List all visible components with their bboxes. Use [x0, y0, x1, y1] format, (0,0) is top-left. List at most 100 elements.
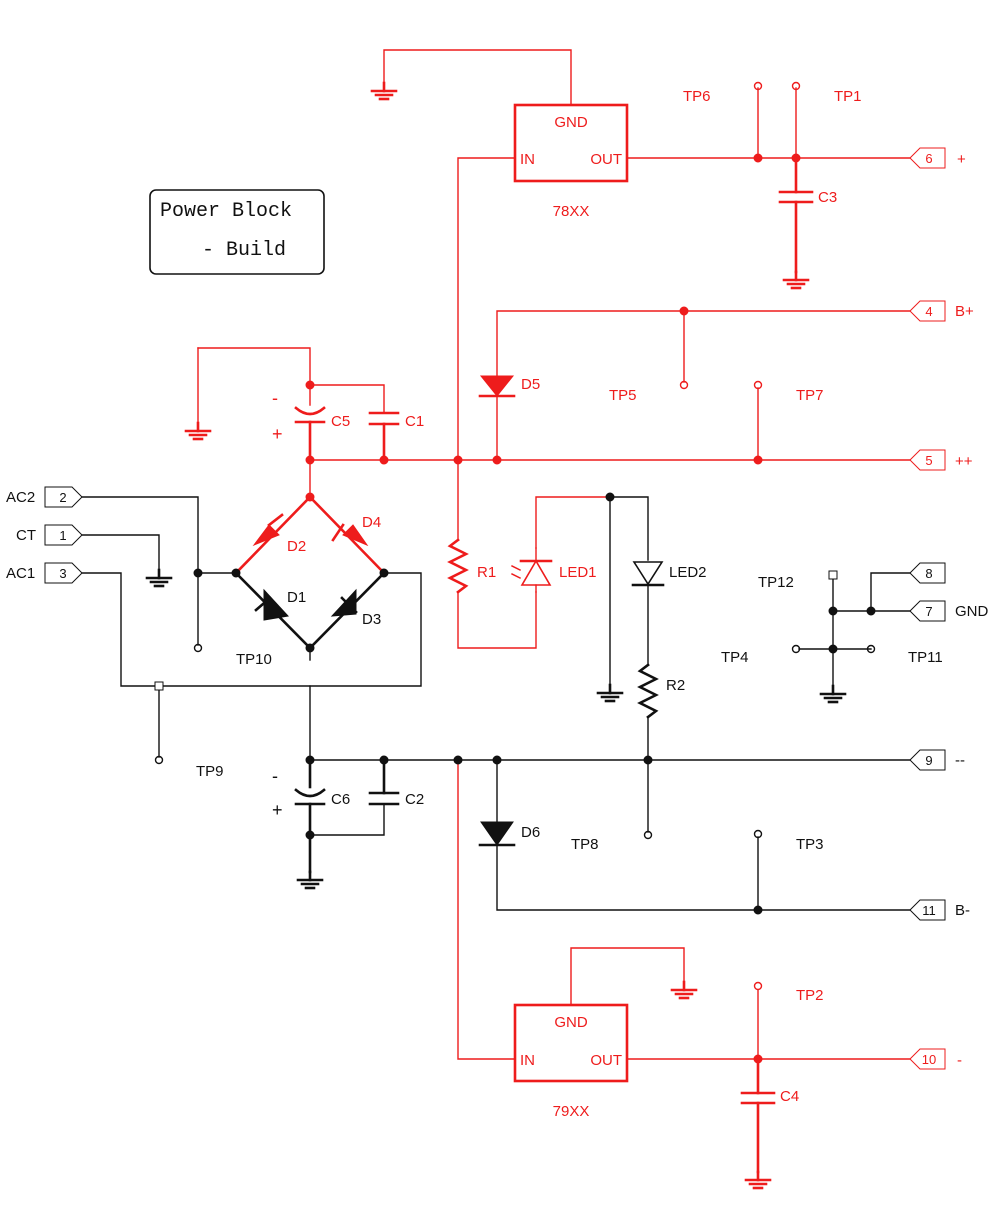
label-c2: C2 — [405, 791, 424, 808]
label-tp11: TP11 — [908, 649, 943, 666]
reg79-gnd-label: GND — [554, 1014, 588, 1031]
label-tp12: TP12 — [758, 574, 794, 591]
port-8-num: 8 — [925, 566, 932, 581]
port-6-num: 6 — [925, 151, 932, 166]
port-10-label: - — [957, 1052, 962, 1069]
c5-plus-sign: + — [272, 424, 283, 444]
diode-d4 — [331, 523, 369, 547]
port-6-flag — [909, 147, 946, 169]
label-d6: D6 — [521, 824, 540, 841]
diode-d2 — [252, 513, 284, 547]
label-led2: LED2 — [669, 564, 707, 581]
port-3-label: AC1 — [6, 565, 35, 582]
led2 — [631, 561, 665, 666]
port-4-num: 4 — [925, 304, 932, 319]
diode-d1 — [254, 588, 289, 621]
diode-d3 — [330, 588, 358, 617]
title-box — [149, 189, 325, 275]
capacitor-c1 — [368, 411, 400, 462]
label-tp5: TP5 — [609, 387, 637, 404]
port-7-num: 7 — [925, 604, 932, 619]
port-6-label: + — [957, 151, 966, 168]
port-4-flag — [909, 300, 946, 322]
resistor-r1 — [447, 538, 469, 594]
wire-79xx-in — [457, 759, 516, 1060]
testpoint-tp10 — [193, 643, 203, 653]
testpoint-tp1 — [791, 81, 801, 91]
label-c6: C6 — [331, 791, 350, 808]
testpoint-tp9 — [154, 755, 164, 765]
port-10-flag — [909, 1048, 946, 1070]
label-tp10: TP10 — [236, 651, 272, 668]
wire-b-minus — [496, 844, 911, 911]
testpoint-tp4 — [791, 644, 801, 654]
label-r1: R1 — [477, 564, 496, 581]
testpoint-tp9-marker — [154, 681, 164, 691]
c6-plus-sign: + — [272, 800, 283, 820]
capacitor-c2 — [368, 758, 400, 806]
wire-78xx-gnd — [383, 49, 572, 106]
label-tp4: TP4 — [721, 649, 749, 666]
reg79-in-label: IN — [520, 1052, 535, 1069]
testpoint-tp5 — [679, 380, 689, 390]
port-1-label: CT — [16, 527, 36, 544]
label-tp9: TP9 — [196, 763, 224, 780]
port-5-flag — [909, 449, 946, 471]
port-2-label: AC2 — [6, 489, 35, 506]
port-9-num: 9 — [925, 753, 932, 768]
wire-78xx-in — [457, 157, 516, 461]
port-11-num: 11 — [922, 903, 936, 918]
wire-c5-gnd — [197, 347, 311, 406]
wire-c1-top — [309, 384, 385, 414]
capacitor-c6 — [294, 758, 326, 874]
led1 — [511, 547, 553, 593]
reg78-out-label: OUT — [590, 151, 622, 168]
wire-ac2 — [79, 496, 237, 574]
diode-d5 — [478, 375, 516, 461]
label-tp2: TP2 — [796, 987, 824, 1004]
port-10-num: 10 — [922, 1052, 936, 1067]
port-4-label: B+ — [955, 303, 974, 320]
port-7-flag — [909, 600, 946, 622]
testpoint-tp12-marker — [828, 570, 838, 580]
port-5-label: ++ — [955, 453, 973, 470]
reg79-name: 79XX — [553, 1103, 590, 1120]
ground-symbol — [370, 81, 398, 101]
testpoint-tp7 — [753, 380, 763, 390]
port-1-num: 1 — [59, 528, 66, 543]
label-d4: D4 — [362, 514, 381, 531]
title-line-2: - Build — [202, 239, 286, 262]
port-2-num: 2 — [59, 490, 66, 505]
testpoint-tp11 — [866, 644, 876, 654]
port-11-flag — [909, 899, 946, 921]
label-tp8: TP8 — [571, 836, 599, 853]
title-line-1: Power Block — [160, 200, 292, 223]
port-8-flag — [909, 562, 946, 584]
capacitor-c5 — [294, 406, 326, 462]
wire-b-plus — [496, 310, 911, 379]
testpoint-tp3 — [753, 829, 763, 839]
label-tp1: TP1 — [834, 88, 862, 105]
reg79-out-label: OUT — [590, 1052, 622, 1069]
label-c5: C5 — [331, 413, 350, 430]
label-tp6: TP6 — [683, 88, 711, 105]
port-9-flag — [909, 749, 946, 771]
diode-d6 — [478, 821, 516, 847]
wire-ac1 — [79, 572, 422, 687]
label-c3: C3 — [818, 189, 837, 206]
label-c4: C4 — [780, 1088, 799, 1105]
wire-ct — [79, 534, 160, 571]
reg78-gnd-label: GND — [554, 114, 588, 131]
testpoint-tp6 — [753, 81, 763, 91]
port-1-flag — [44, 524, 83, 546]
label-r2: R2 — [666, 677, 685, 694]
label-tp3: TP3 — [796, 836, 824, 853]
label-d5: D5 — [521, 376, 540, 393]
label-c1: C1 — [405, 413, 424, 430]
capacitor-c3 — [778, 156, 814, 274]
label-tp7: TP7 — [796, 387, 824, 404]
reg78-name: 78XX — [553, 203, 590, 220]
c6-minus-sign: - — [272, 766, 278, 786]
port-3-flag — [44, 562, 83, 584]
